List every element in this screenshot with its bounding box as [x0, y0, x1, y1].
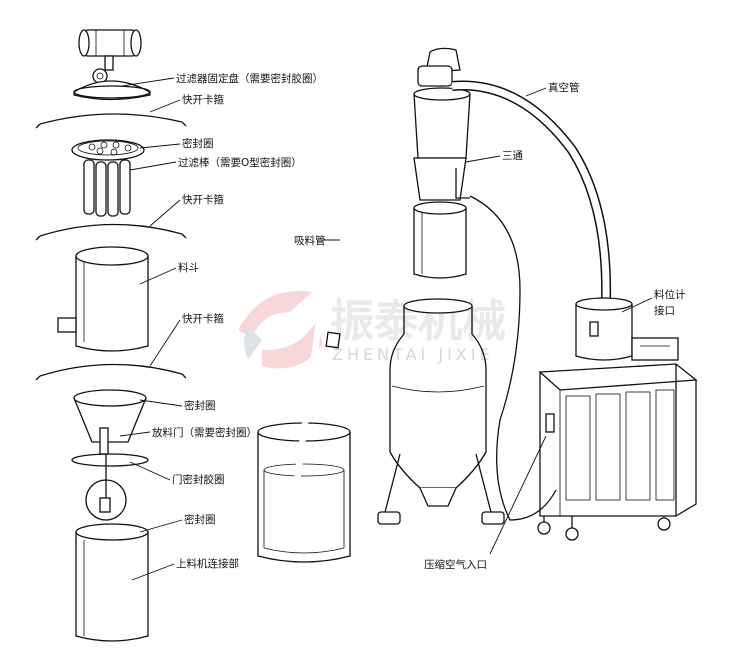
label-suction-pipe: 吸料管 [294, 234, 326, 247]
exploded-view: 过滤器固定盘（需要密封胶圈） 快开卡箍 密封圈 过滤棒（需要O型密封圈） 快开卡… [35, 29, 323, 642]
label-filter-plate: 过滤器固定盘（需要密封胶圈） [176, 72, 323, 85]
storage-tank [377, 298, 505, 525]
suction-pipe-inner [292, 152, 417, 489]
label-level-meter-2: 接口 [654, 304, 675, 317]
label-compressed-air-inlet: 压缩空气入口 [424, 558, 487, 571]
vacuum-pipe [451, 80, 612, 301]
quick-clamp-2 [39, 223, 183, 237]
label-loader-connection: 上料机连接部 [176, 557, 239, 570]
vacuum-unit [537, 297, 698, 541]
label-seal-ring-low: 密封圈 [184, 513, 216, 526]
label-quick-clamp-top: 快开卡箍 [182, 93, 224, 106]
vacuum-hopper [413, 47, 471, 279]
air-hose [469, 195, 557, 521]
label-tee: 三通 [502, 150, 523, 162]
label-level-meter-1: 料位计 [654, 288, 686, 301]
hopper [57, 246, 149, 352]
filter-lid [73, 80, 151, 101]
filter-rods [83, 159, 131, 217]
label-quick-clamp-3: 快开卡箍 [182, 312, 224, 325]
discharge-funnel [71, 389, 149, 521]
watermark-brand-en: ZHENTAI JIXIE [332, 345, 494, 364]
label-quick-clamp-2: 快开卡箍 [182, 193, 224, 206]
label-hopper: 料斗 [178, 261, 199, 274]
label-discharge-door: 放料门（需要密封圈） [152, 426, 257, 439]
quick-clamp-1 [39, 113, 183, 125]
brand-logo [238, 291, 322, 369]
assembly-view: 真空管 三通 吸料管 料位计 接口 压缩空气入口 [257, 47, 698, 571]
loader-connection [75, 523, 149, 642]
label-vacuum-pipe: 真空管 [548, 81, 580, 94]
filter-plate [71, 139, 145, 161]
label-seal-ring-top: 密封圈 [182, 137, 214, 150]
label-seal-ring-mid: 密封圈 [184, 399, 216, 412]
filter-motor [78, 29, 142, 84]
watermark: 振泰机械 ZHENTAI JIXIE [238, 291, 506, 369]
label-filter-rod: 过滤棒（需要O型密封圈） [178, 156, 302, 169]
label-door-seal: 门密封胶圈 [172, 473, 225, 486]
quick-clamp-3 [39, 363, 183, 377]
